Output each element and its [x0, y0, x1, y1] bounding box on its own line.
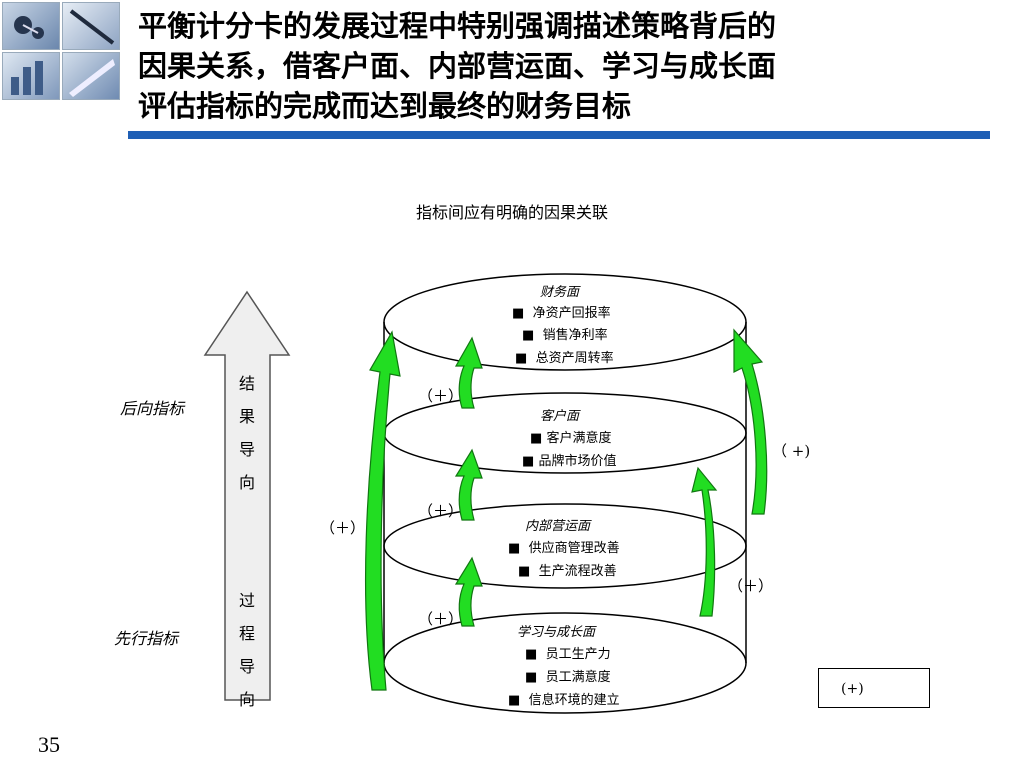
arrow-internal-to-financial-right: [733, 328, 768, 515]
item-text: 员工生产力: [545, 647, 611, 662]
compass-icon: [14, 16, 44, 39]
arrow-learning-to-internal: [454, 556, 483, 627]
layer-item: ■ 信息环境的建立: [508, 689, 620, 708]
item-text: 信息环境的建立: [528, 693, 620, 708]
pen-icon: [69, 9, 115, 45]
plus-label: （＋）: [418, 502, 464, 520]
layer-item: ■ 客户满意度: [530, 427, 611, 446]
layer-title-internal: 内部营运面: [525, 519, 591, 534]
layer-item: ■ 供应商管理改善: [508, 537, 620, 556]
lagging-indicator-label: 后向指标: [120, 399, 185, 418]
arrow-char: 导: [238, 657, 255, 676]
corner-image-compass: [2, 2, 60, 50]
title-line-2: 因果关系，借客户面、内部营运面、学习与成长面: [138, 49, 777, 83]
plus-label: （＋）: [728, 577, 774, 595]
layer-item: ■ 生产流程改善: [518, 560, 617, 579]
arrow-char: 导: [238, 440, 255, 459]
legend-text: (+): [841, 681, 864, 697]
plus-label: （＋）: [418, 387, 464, 405]
arrow-char: 果: [238, 407, 255, 426]
arrow-customer-to-financial: [454, 336, 483, 409]
item-text: 生产流程改善: [538, 564, 617, 579]
ruler-icon: [69, 59, 115, 97]
corner-image-pen: [62, 2, 120, 50]
bullet-icon: ■: [515, 351, 528, 366]
layer-item: ■ 总资产周转率: [515, 347, 614, 366]
diagram-subtitle: 指标间应有明确的因果关联: [415, 203, 608, 222]
item-text: 总资产周转率: [535, 351, 614, 366]
arrow-char: 过: [238, 591, 255, 610]
process-oriented-text: 过 程 导 向: [237, 590, 257, 711]
legend-box: (+): [818, 668, 930, 708]
arrow-char: 向: [238, 690, 255, 709]
arrow-char: 程: [238, 624, 255, 643]
corner-image-ruler: [62, 52, 120, 100]
layer-title-customer: 客户面: [540, 409, 580, 424]
leading-indicator-label: 先行指标: [114, 629, 179, 648]
result-oriented-text: 结 果 导 向: [237, 373, 257, 494]
bar-chart-icon: [11, 61, 43, 95]
plus-label: （＋）: [320, 519, 366, 537]
layer-item: ■ 销售净利率: [522, 324, 608, 343]
arrow-learning-to-customer-right: [691, 466, 718, 617]
bullet-icon: ■: [518, 564, 531, 579]
bullet-icon: ■: [508, 541, 521, 556]
arrow-char: 向: [238, 473, 255, 492]
layer-item: ■ 净资产回报率: [512, 302, 611, 321]
bullet-icon: ■: [512, 306, 525, 321]
bullet-icon: ■: [508, 693, 521, 708]
bullet-icon: ■: [522, 328, 535, 343]
layer-item: ■ 员工生产力: [525, 643, 611, 662]
arrow-char: 结: [238, 374, 255, 393]
page-number: 35: [38, 732, 60, 757]
bullet-icon: ■: [522, 454, 535, 469]
layer-title-learning: 学习与成长面: [517, 625, 596, 640]
layer-title-financial: 财务面: [540, 285, 580, 300]
bullet-icon: ■: [525, 647, 538, 662]
bullet-icon: ■: [530, 431, 543, 446]
corner-image-chart: [2, 52, 60, 100]
big-direction-arrow: [203, 290, 291, 701]
title-line-1: 平衡计分卡的发展过程中特别强调描述策略背后的: [138, 9, 777, 43]
bullet-icon: ■: [525, 670, 538, 685]
page-title: 平衡计分卡的发展过程中特别强调描述策略背后的 因果关系，借客户面、内部营运面、学…: [138, 6, 1008, 126]
item-text: 销售净利率: [542, 328, 608, 343]
layer-item: ■ 品牌市场价值: [522, 450, 616, 469]
item-text: 客户满意度: [546, 431, 612, 446]
item-text: 供应商管理改善: [528, 541, 620, 556]
title-line-3: 评估指标的完成而达到最终的财务目标: [138, 89, 632, 123]
arrow-learning-to-financial: [364, 330, 401, 691]
arrow-internal-to-customer: [454, 448, 483, 521]
plus-label: （＋）: [418, 610, 464, 628]
layer-item: ■ 员工满意度: [525, 666, 611, 685]
title-underline: [128, 131, 990, 139]
item-text: 品牌市场价值: [538, 454, 617, 469]
plus-label: （ +): [772, 442, 811, 460]
item-text: 员工满意度: [545, 670, 611, 685]
item-text: 净资产回报率: [532, 306, 611, 321]
